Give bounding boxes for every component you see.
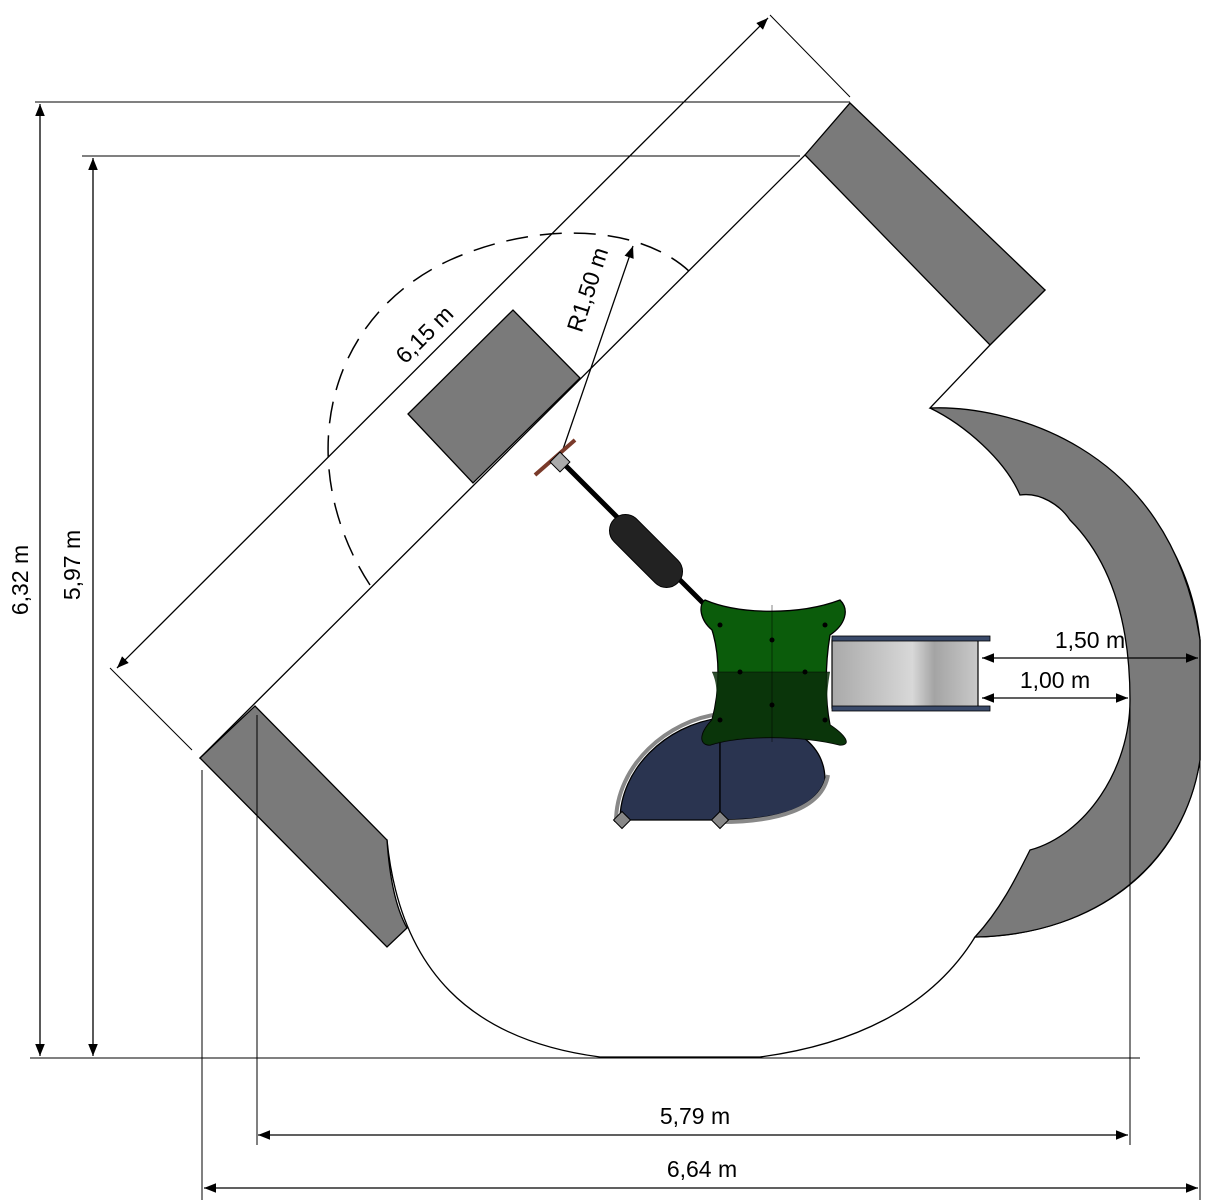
ext-line — [109, 667, 193, 751]
spring-rope-bridge-icon — [533, 438, 707, 607]
play-platform-icon — [700, 599, 847, 746]
label-width-outer: 6,64 m — [667, 1156, 737, 1182]
label-width-inner: 5,79 m — [660, 1103, 730, 1129]
label-height-inner: 5,97 m — [59, 530, 85, 600]
dim-line-diagonal — [116, 17, 769, 669]
impact-band-top — [804, 102, 1046, 346]
label-slide-outer: 1,50 m — [1055, 627, 1125, 653]
dim-line-radius — [559, 245, 634, 459]
ext-line — [769, 14, 851, 98]
label-diagonal: 6,15 m — [390, 300, 458, 368]
label-slide-inner: 1,00 m — [1020, 667, 1090, 693]
label-height-outer: 6,32 m — [7, 545, 33, 615]
impact-band-left — [199, 705, 408, 948]
impact-band-slide — [929, 407, 1201, 938]
slide-icon — [831, 635, 991, 712]
label-radius: R1,50 m — [562, 244, 614, 335]
